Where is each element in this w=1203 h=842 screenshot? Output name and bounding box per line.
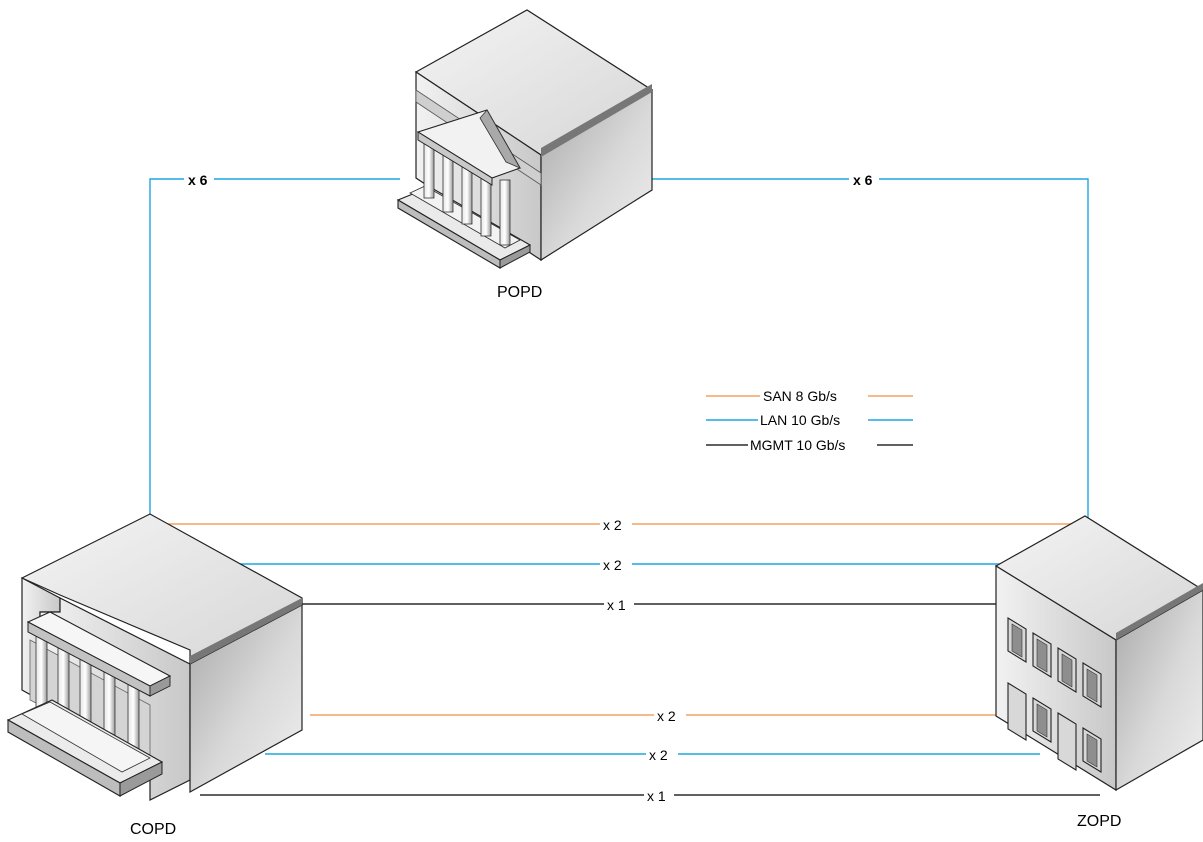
popd-label: POPD [497,284,542,301]
zopd-label: ZOPD [1077,813,1121,830]
legend: SAN 8 Gb/s LAN 10 Gb/s MGMT 10 Gb/s [706,388,913,453]
label-popd-zopd: x 6 [853,172,873,188]
legend-lan-label: LAN 10 Gb/s [760,412,840,428]
copd-label: COPD [130,821,176,838]
label-lower-san: x 2 [657,708,676,724]
legend-mgmt-label: MGMT 10 Gb/s [750,437,845,453]
government-building-icon [396,9,654,269]
legend-lan: LAN 10 Gb/s [706,412,913,428]
label-upper-mgmt: x 1 [607,597,626,613]
legend-san-label: SAN 8 Gb/s [763,388,837,404]
link-popd-zopd-lan [650,178,1089,520]
label-upper-lan: x 2 [603,557,622,573]
zopd-node: ZOPD [994,515,1203,830]
legend-mgmt: MGMT 10 Gb/s [706,437,913,453]
link-popd-copd-lan [149,178,400,520]
government-building-icon [6,513,303,801]
link-labels: x 6 x 6 x 2 x 2 x 1 x 2 x 2 x 1 [184,170,879,805]
label-upper-san: x 2 [603,517,622,533]
label-popd-copd: x 6 [188,172,208,188]
label-lower-mgmt: x 1 [647,788,666,804]
copd-node: COPD [6,513,303,838]
label-lower-lan: x 2 [649,747,668,763]
office-building-icon [994,515,1203,792]
legend-san: SAN 8 Gb/s [706,388,913,404]
popd-node: POPD [396,9,654,301]
